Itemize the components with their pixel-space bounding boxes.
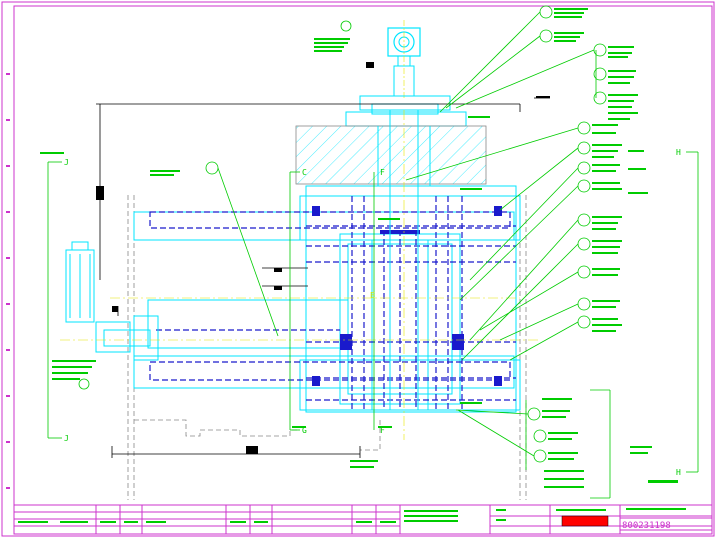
drawing-number-box: 800231198 <box>619 517 713 531</box>
vertical-shafts <box>377 110 431 410</box>
section-c <box>289 171 300 431</box>
hidden-lines <box>149 196 516 410</box>
section-label-f-bottom: F <box>380 426 385 435</box>
bearing-blocks <box>312 206 502 386</box>
section-label-h-top: H <box>676 148 681 157</box>
section-label-g: G <box>302 426 307 435</box>
section-label-f-top: F <box>380 168 385 177</box>
title-block-stamp <box>561 515 609 527</box>
section-j-left <box>47 161 62 439</box>
dimension-lines <box>96 97 550 458</box>
section-label-c: C <box>302 168 307 177</box>
section-h-right <box>686 151 699 473</box>
drawing-number: 800231198 <box>622 521 671 531</box>
title-block-text-bars <box>18 480 686 523</box>
section-label-h-bottom: H <box>676 468 681 477</box>
balloon-callouts <box>78 5 611 499</box>
callout-text-bars <box>40 8 652 488</box>
dimension-labels <box>96 62 550 454</box>
top-flange <box>345 95 467 127</box>
centerline-mark: E <box>370 291 375 300</box>
hatched-top-block <box>295 125 487 185</box>
section-label-j-bottom: J <box>64 434 69 443</box>
section-label-j-top: J <box>64 158 69 167</box>
left-motor <box>65 241 159 361</box>
top-motor <box>387 20 421 100</box>
